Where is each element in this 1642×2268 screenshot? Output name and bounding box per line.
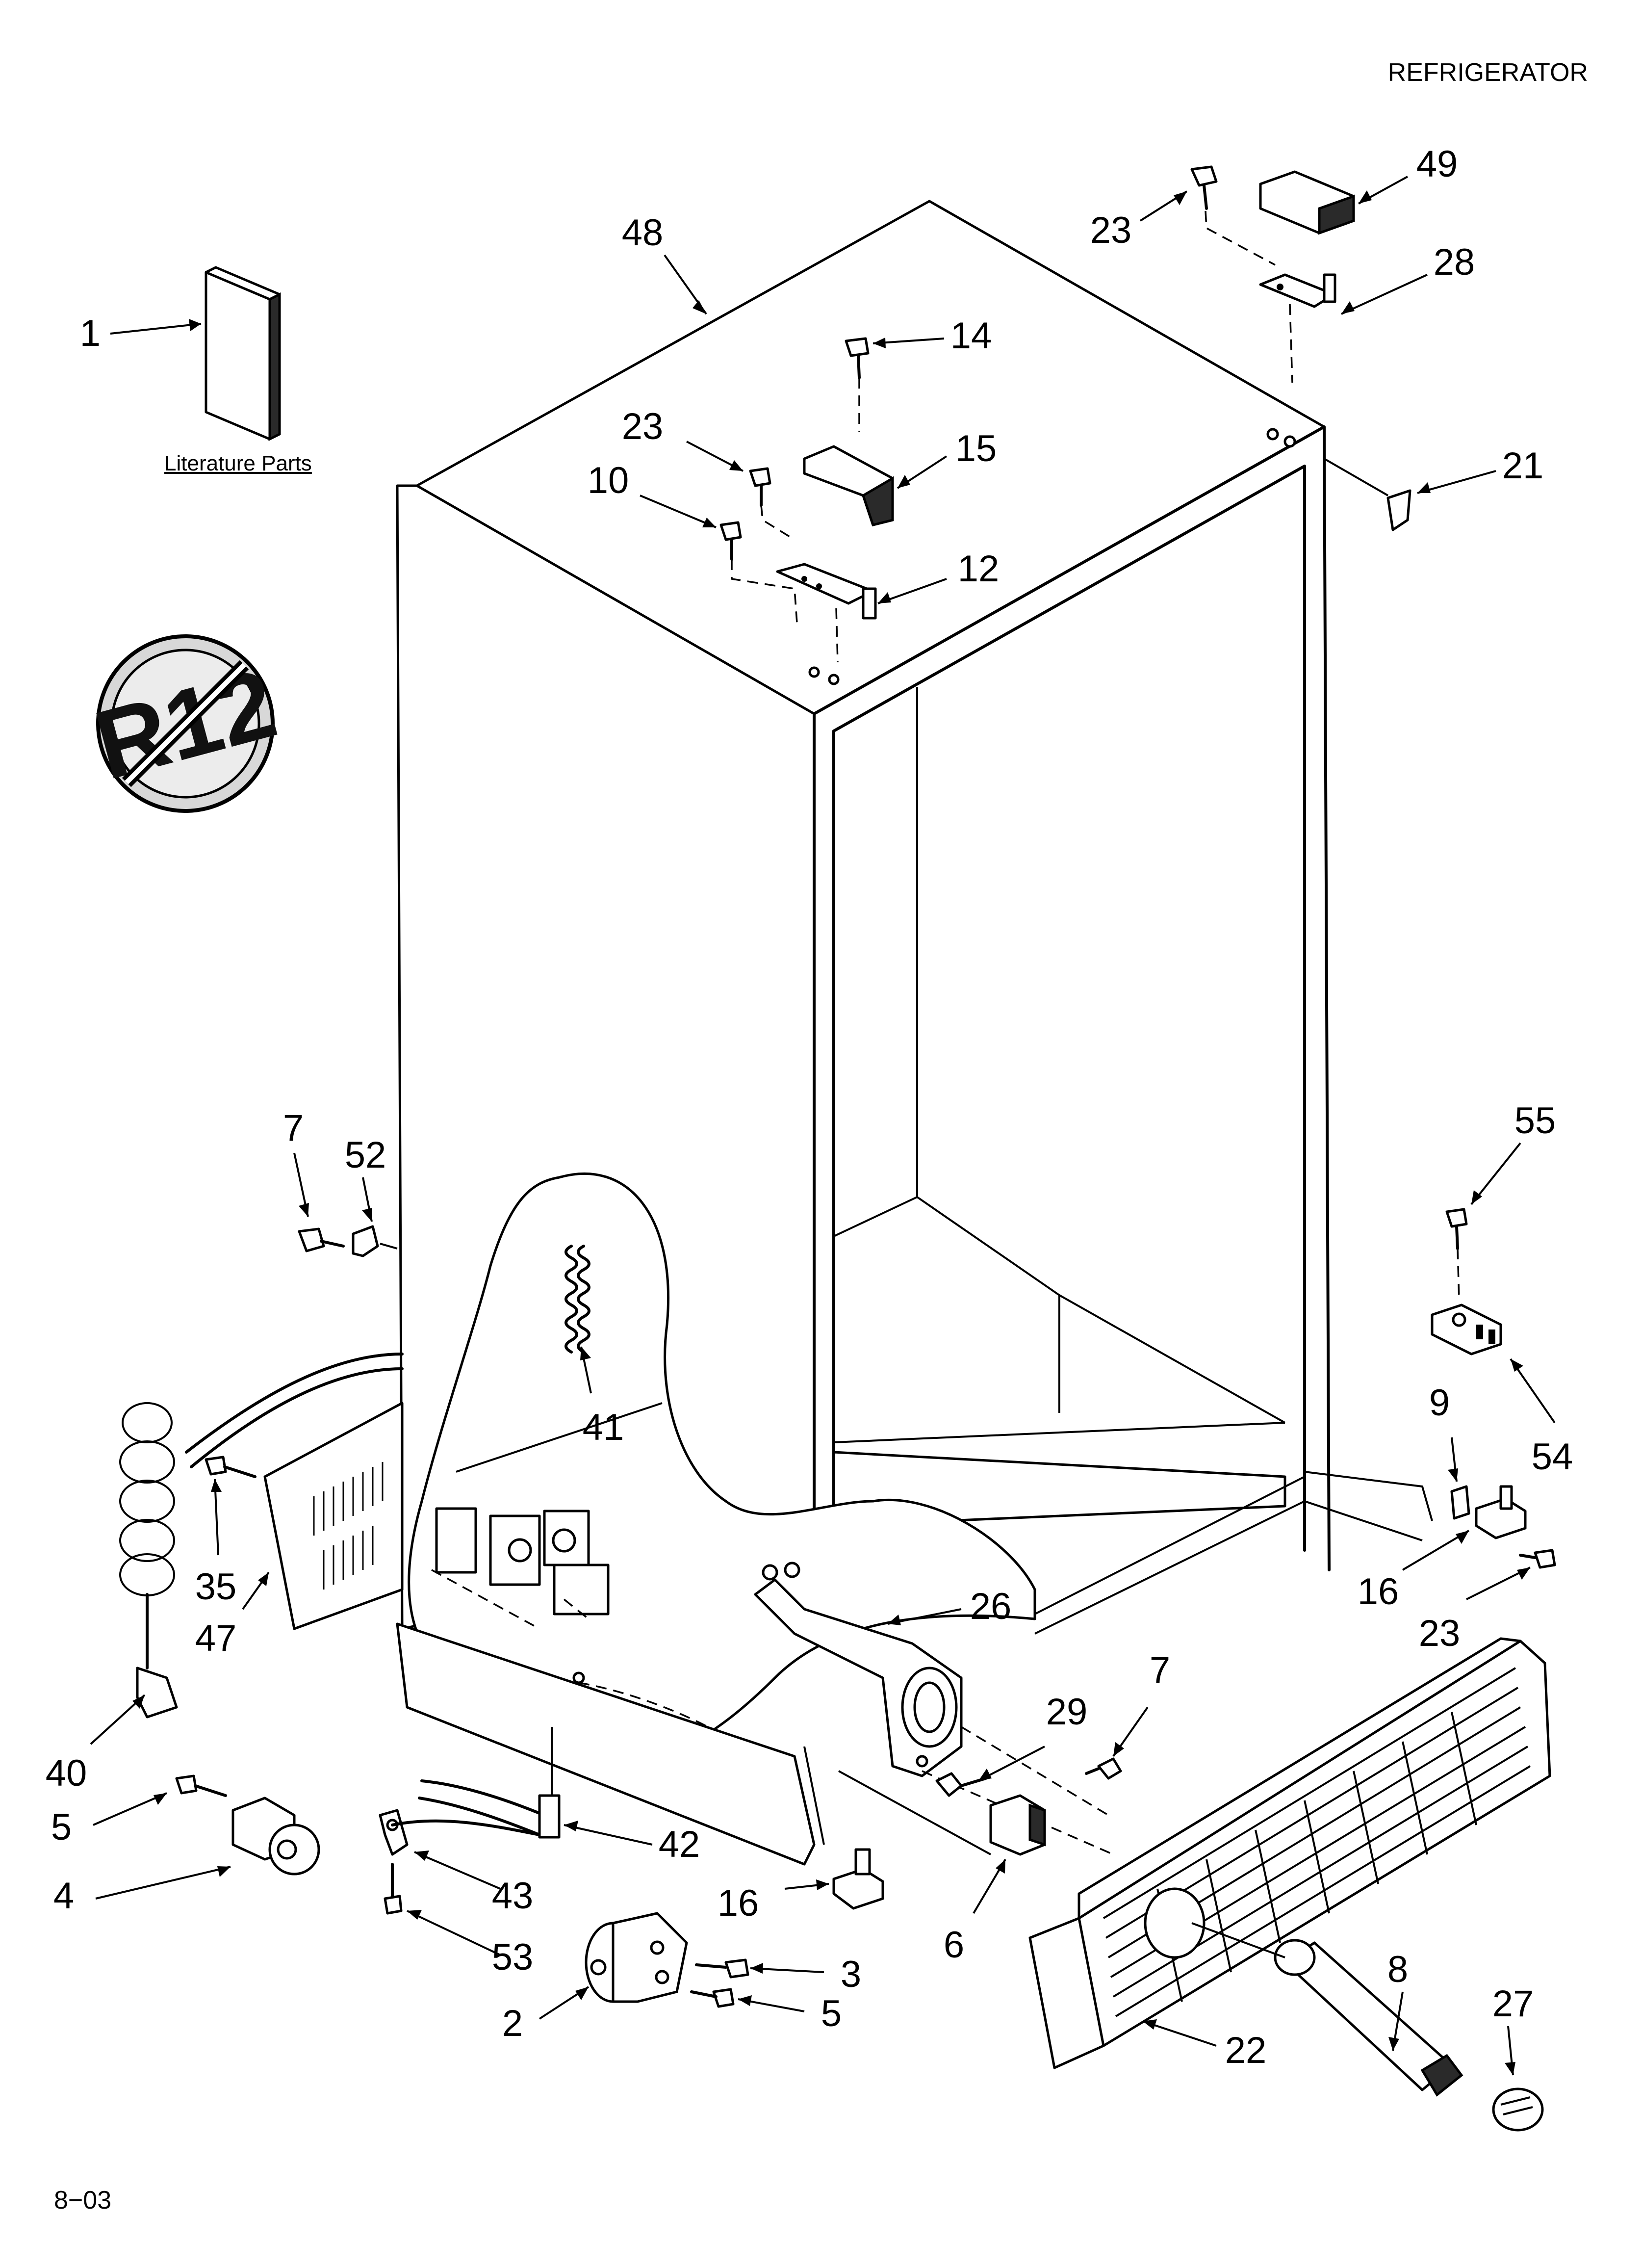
callout-7-left: 7 (283, 1107, 304, 1149)
page-title: REFRIGERATOR (1387, 58, 1588, 87)
callout-21: 21 (1502, 445, 1544, 487)
callout-42: 42 (659, 1824, 700, 1865)
screw-3 (695, 1958, 749, 1979)
callout-29: 29 (1046, 1691, 1088, 1733)
callout-5-right: 5 (821, 1993, 842, 2034)
water-filter-8 (1191, 1922, 1463, 2097)
clip-43 (379, 1809, 409, 1856)
callout-arrows (90, 176, 1556, 2076)
center-hinge-12 (776, 563, 877, 620)
plug-52 (352, 1225, 379, 1257)
screw-23-right (1519, 1549, 1556, 1569)
bracket-16-lower (832, 1848, 884, 1910)
callout-8: 8 (1387, 1949, 1408, 1990)
callout-55: 55 (1514, 1100, 1556, 1142)
callout-41: 41 (583, 1407, 624, 1448)
screw-7-right (1085, 1757, 1122, 1780)
callout-26: 26 (970, 1586, 1012, 1627)
bracket-16-right (1475, 1485, 1527, 1539)
screw-53 (384, 1863, 403, 1915)
callout-53: 53 (492, 1936, 534, 1978)
callout-40: 40 (46, 1752, 87, 1794)
callout-10: 10 (588, 460, 629, 501)
plug-21 (1386, 489, 1411, 531)
literature-booklet (205, 266, 281, 442)
screw-10 (719, 521, 742, 561)
callout-23-top: 23 (1090, 209, 1132, 251)
screw-5-right (690, 1988, 735, 2008)
callout-15: 15 (955, 428, 997, 469)
callout-6: 6 (944, 1924, 964, 1966)
filter-housing-26 (754, 1562, 963, 1777)
callout-23-right: 23 (1419, 1613, 1461, 1654)
callout-1: 1 (80, 313, 101, 354)
callout-3: 3 (841, 1954, 861, 1995)
screw-23-top (1190, 165, 1218, 210)
callout-48: 48 (622, 212, 664, 254)
screw-55 (1445, 1208, 1468, 1250)
drain-coil-41 (564, 1245, 590, 1354)
callout-14: 14 (950, 315, 992, 357)
screw-29 (935, 1772, 987, 1797)
electrical-bracket-47 (263, 1402, 404, 1630)
callout-49: 49 (1416, 143, 1458, 185)
screw-23-mid (749, 467, 771, 507)
callout-28: 28 (1434, 241, 1475, 283)
top-hinge-cap-49 (1259, 170, 1355, 235)
callout-9: 9 (1429, 1382, 1450, 1424)
callout-7-right: 7 (1150, 1649, 1170, 1691)
callout-22: 22 (1225, 2030, 1267, 2071)
top-hinge-28 (1259, 273, 1336, 308)
bracket-6 (989, 1794, 1046, 1856)
power-cord-40 (119, 1353, 404, 1719)
cabinet-base (396, 1622, 991, 1866)
bracket-54 (1431, 1303, 1502, 1356)
callout-2: 2 (502, 2003, 523, 2044)
page-footer-code: 8−03 (54, 2186, 112, 2215)
callout-5-left: 5 (51, 1806, 72, 1848)
roller-4 (231, 1797, 320, 1876)
literature-parts-label: Literature Parts (164, 451, 312, 475)
callout-16-right: 16 (1358, 1571, 1399, 1613)
callout-27: 27 (1492, 1983, 1534, 2025)
callout-23-mid: 23 (622, 406, 664, 447)
callout-35: 35 (195, 1566, 237, 1608)
callout-12: 12 (958, 548, 1000, 590)
screw-7-left (298, 1227, 345, 1252)
callout-47: 47 (195, 1617, 237, 1659)
hinge-cap-15 (803, 445, 894, 526)
screw-35 (205, 1456, 257, 1478)
no-r12-symbol: R12 (84, 634, 286, 813)
screw-14 (845, 337, 870, 379)
callout-52: 52 (345, 1134, 386, 1176)
callout-54: 54 (1532, 1436, 1573, 1478)
callout-43: 43 (492, 1875, 534, 1917)
roller-bracket-2 (585, 1912, 688, 2003)
callout-16-lower: 16 (718, 1882, 759, 1924)
water-valves (431, 1507, 610, 1630)
filter-cap-27 (1492, 2087, 1544, 2132)
screw-5-left (175, 1774, 227, 1797)
bracket-9 (1450, 1485, 1470, 1520)
callout-labels: 1 48 23 49 28 14 23 15 21 10 12 7 52 55 … (46, 143, 1573, 2071)
drain-tube-42 (391, 1727, 561, 1839)
callout-4: 4 (53, 1875, 74, 1917)
base-grille-22 (1028, 1637, 1551, 2069)
